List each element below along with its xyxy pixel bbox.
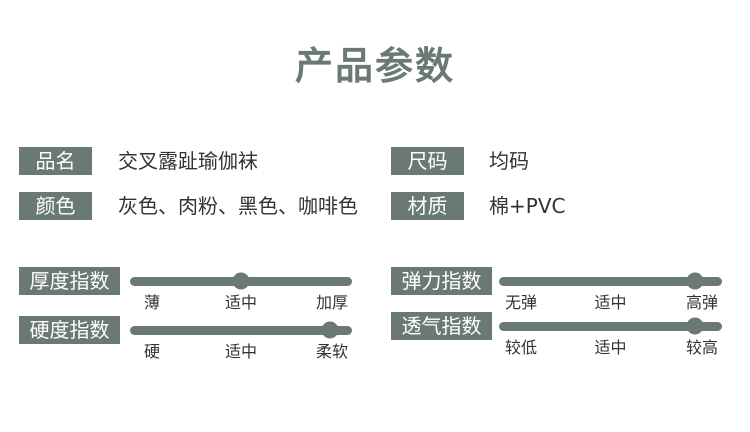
thickness-index-knob [232, 272, 250, 290]
elasticity-index-track [499, 276, 722, 286]
spec-label-color: 颜色 [19, 192, 92, 220]
thickness-tick-mid: 适中 [224, 293, 258, 312]
thickness-tick-high: 加厚 [315, 293, 349, 312]
spec-label-material: 材质 [391, 192, 464, 220]
thickness-tick-low: 薄 [143, 293, 161, 312]
spec-value-color: 灰色、肉粉、黑色、咖啡色 [118, 194, 358, 218]
elasticity-index-label: 弹力指数 [391, 267, 492, 295]
breathability-tick-high: 较高 [685, 338, 719, 357]
elasticity-tick-high: 高弹 [685, 293, 719, 312]
breathability-tick-low: 较低 [504, 338, 538, 357]
hardness-tick-mid: 适中 [224, 342, 258, 361]
page-title: 产品参数 [294, 44, 455, 88]
spec-value-size: 均码 [489, 149, 529, 173]
breathability-tick-mid: 适中 [594, 338, 627, 357]
breathability-index-label: 透气指数 [391, 312, 492, 340]
breathability-index-knob [686, 317, 704, 335]
hardness-tick-low: 硬 [143, 342, 161, 361]
breathability-index-track [499, 321, 722, 331]
spec-value-material: 棉+PVC [489, 194, 566, 218]
spec-label-size: 尺码 [391, 147, 464, 175]
elasticity-tick-low: 无弹 [504, 293, 538, 312]
hardness-tick-high: 柔软 [315, 342, 349, 361]
spec-label-name: 品名 [19, 147, 92, 175]
thickness-index-label: 厚度指数 [19, 267, 120, 295]
spec-value-name: 交叉露趾瑜伽袜 [118, 149, 258, 173]
hardness-index-label: 硬度指数 [19, 316, 120, 344]
elasticity-index-knob [686, 272, 704, 290]
elasticity-tick-mid: 适中 [594, 293, 627, 312]
hardness-index-knob [321, 321, 339, 339]
hardness-index-track [130, 325, 352, 335]
